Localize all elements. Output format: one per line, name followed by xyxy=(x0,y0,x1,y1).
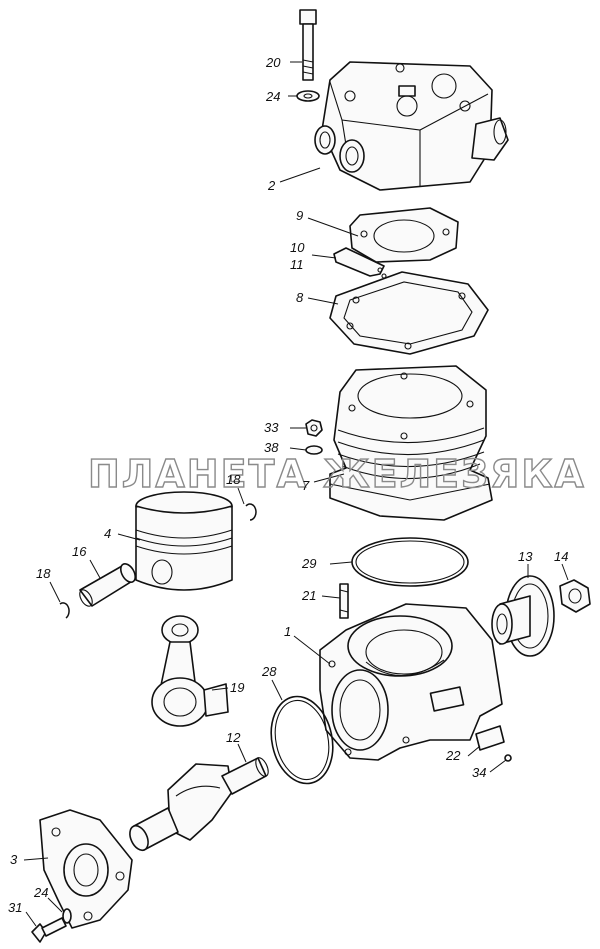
part-cylinder-7 xyxy=(329,365,493,521)
label-10: 10 xyxy=(290,240,305,255)
label-11: 11 xyxy=(290,257,304,272)
label-9: 9 xyxy=(296,208,303,223)
label-34: 34 xyxy=(472,765,486,780)
part-gear-13 xyxy=(491,575,555,657)
label-12: 12 xyxy=(226,730,241,745)
label-13: 13 xyxy=(518,549,533,564)
part-bolt-20 xyxy=(299,9,317,81)
label-1: 1 xyxy=(284,624,291,639)
label-38: 38 xyxy=(264,440,279,455)
label-24-bottom: 24 xyxy=(33,885,48,900)
label-8: 8 xyxy=(296,290,304,305)
label-29: 29 xyxy=(301,556,316,571)
part-snap-ring-18-left xyxy=(59,602,70,619)
label-18-right: 18 xyxy=(226,472,241,487)
part-crankshaft-12 xyxy=(129,757,269,852)
part-crankcase-1 xyxy=(319,603,503,761)
part-nut-14 xyxy=(559,579,591,613)
label-24-top: 24 xyxy=(265,89,280,104)
part-screw-34 xyxy=(504,754,512,762)
label-14: 14 xyxy=(554,549,568,564)
part-valve-10-11 xyxy=(333,247,387,279)
leader-lines xyxy=(23,61,569,927)
label-20: 20 xyxy=(265,55,281,70)
label-21: 21 xyxy=(301,588,316,603)
part-o-ring-29 xyxy=(351,537,469,587)
label-33: 33 xyxy=(264,420,279,435)
part-bolt-31 xyxy=(31,917,67,943)
label-28: 28 xyxy=(261,664,277,679)
part-washer-24-top xyxy=(296,90,320,102)
label-18-left: 18 xyxy=(36,566,51,581)
part-washer-24-bottom xyxy=(62,908,72,924)
part-gasket-8 xyxy=(329,271,489,355)
label-7: 7 xyxy=(302,478,310,493)
part-snap-ring-18-right xyxy=(245,503,257,521)
part-connecting-rod-19 xyxy=(151,615,229,727)
part-piston-4 xyxy=(135,491,233,591)
label-2: 2 xyxy=(267,178,276,193)
part-o-ring-28 xyxy=(270,695,334,785)
part-nut-33 xyxy=(305,419,323,437)
watermark-text: ПЛАНЕТА ЖЕЛЕЗЯКА xyxy=(88,452,586,496)
part-gasket-9 xyxy=(349,207,459,263)
part-cover-plate-22 xyxy=(475,725,505,751)
part-piston-pin-16 xyxy=(79,563,137,607)
label-3: 3 xyxy=(10,852,18,867)
label-16: 16 xyxy=(72,544,87,559)
label-31: 31 xyxy=(8,900,22,915)
label-22: 22 xyxy=(445,748,461,763)
part-stud-21 xyxy=(339,583,349,619)
label-19: 19 xyxy=(230,680,244,695)
part-labels: 20 24 2 9 10 11 8 33 38 7 18 4 16 18 29 … xyxy=(8,55,568,915)
part-end-cover-3 xyxy=(39,809,133,929)
part-cylinder-head-2 xyxy=(314,61,509,191)
label-4: 4 xyxy=(104,526,111,541)
